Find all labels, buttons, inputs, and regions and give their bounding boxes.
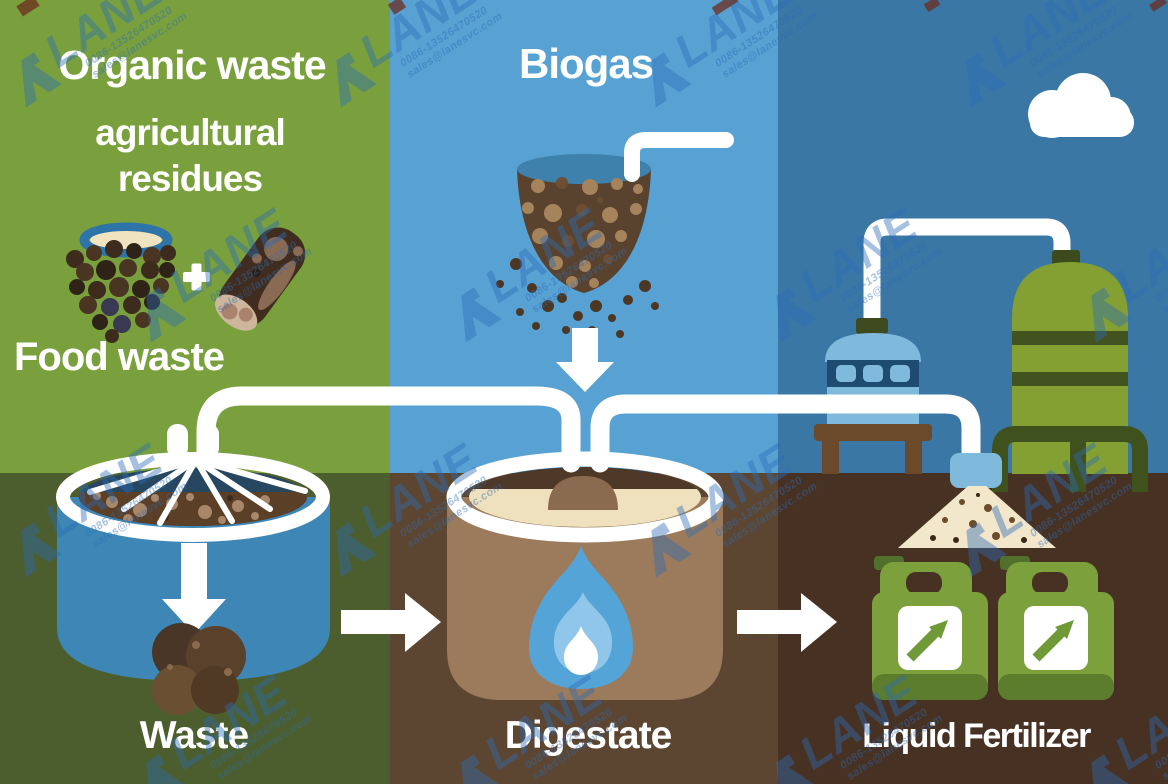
agricultural-line2: residues [117,158,263,199]
agricultural-residues-label: agricultural residues [95,110,285,202]
organic-waste-label: Organic waste [58,42,326,88]
digestate-label: Digestate [504,714,673,757]
waste-label: Waste [139,714,249,757]
panel-plant-background [778,0,1168,473]
food-waste-label: Food waste [14,335,225,379]
agricultural-line1: agricultural [95,112,285,153]
liquid-fertilizer-label: Liquid Fertilizer [862,717,1091,755]
biogas-label: Biogas [518,40,654,87]
